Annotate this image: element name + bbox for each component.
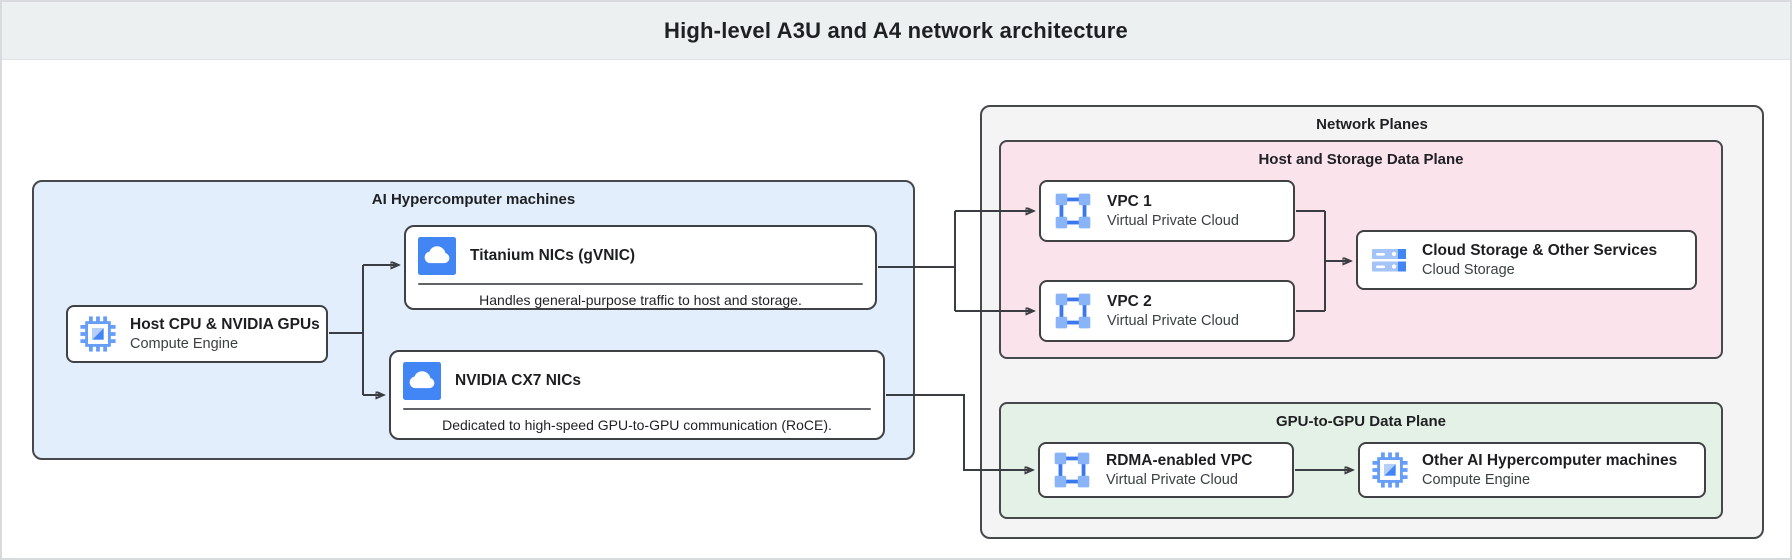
node-vpc-2: VPC 2 Virtual Private Cloud — [1039, 280, 1295, 342]
divider — [403, 408, 871, 410]
node-titanium-nics: Titanium NICs (gVNIC) Handles general-pu… — [404, 225, 877, 310]
title-bar: High-level A3U and A4 network architectu… — [2, 2, 1790, 60]
node-title: Host CPU & NVIDIA GPUs — [130, 316, 320, 334]
nic-header: NVIDIA CX7 NICs — [403, 362, 871, 400]
node-cloud-storage: Cloud Storage & Other Services Cloud Sto… — [1356, 230, 1697, 290]
node-title: Titanium NICs (gVNIC) — [470, 247, 636, 264]
compute-engine-icon — [79, 315, 117, 353]
nic-header: Titanium NICs (gVNIC) — [418, 237, 863, 275]
compute-engine-icon — [1371, 451, 1409, 489]
node-vpc-1: VPC 1 Virtual Private Cloud — [1039, 180, 1295, 242]
node-title: Other AI Hypercomputer machines — [1422, 452, 1678, 470]
node-subtitle: Compute Engine — [130, 335, 239, 352]
node-text: Cloud Storage & Other Services Cloud Sto… — [1422, 241, 1657, 279]
node-subtitle: Compute Engine — [1422, 471, 1531, 488]
node-subtitle: Virtual Private Cloud — [1106, 471, 1238, 488]
node-description: Handles general-purpose traffic to host … — [479, 292, 802, 308]
vpc-icon — [1051, 449, 1093, 491]
host-storage-plane-label: Host and Storage Data Plane — [1258, 151, 1464, 168]
node-title: Cloud Storage & Other Services — [1422, 242, 1658, 260]
node-text: VPC 2 Virtual Private Cloud — [1107, 292, 1239, 330]
node-title: VPC 1 — [1107, 193, 1152, 211]
network-planes-label: Network Planes — [1316, 116, 1428, 133]
ai-hypercomputer-label: AI Hypercomputer machines — [371, 191, 576, 208]
node-description: Dedicated to high-speed GPU-to-GPU commu… — [442, 417, 832, 433]
node-host-cpu-gpus: Host CPU & NVIDIA GPUs Compute Engine — [66, 305, 328, 363]
cloud-nic-icon — [418, 237, 456, 275]
node-text: Host CPU & NVIDIA GPUs Compute Engine — [130, 315, 320, 353]
node-text: Other AI Hypercomputer machines Compute … — [1422, 451, 1677, 489]
node-rdma-vpc: RDMA-enabled VPC Virtual Private Cloud — [1038, 442, 1294, 498]
node-text: RDMA-enabled VPC Virtual Private Cloud — [1106, 451, 1252, 489]
node-other-ai-machines: Other AI Hypercomputer machines Compute … — [1358, 442, 1706, 498]
cloud-storage-icon — [1369, 240, 1409, 280]
node-nvidia-cx7-nics: NVIDIA CX7 NICs Dedicated to high-speed … — [389, 350, 885, 440]
vpc-icon — [1052, 290, 1094, 332]
node-title: NVIDIA CX7 NICs — [455, 372, 582, 389]
gpu-plane-label: GPU-to-GPU Data Plane — [1275, 413, 1447, 430]
divider — [418, 283, 863, 285]
node-title: RDMA-enabled VPC — [1106, 452, 1253, 470]
node-subtitle: Cloud Storage — [1422, 261, 1515, 278]
page-title: High-level A3U and A4 network architectu… — [664, 17, 1128, 43]
node-text: VPC 1 Virtual Private Cloud — [1107, 192, 1239, 230]
vpc-icon — [1052, 190, 1094, 232]
node-title: VPC 2 — [1107, 293, 1152, 311]
node-subtitle: Virtual Private Cloud — [1107, 312, 1239, 329]
node-subtitle: Virtual Private Cloud — [1107, 212, 1239, 229]
cloud-nic-icon — [403, 362, 441, 400]
